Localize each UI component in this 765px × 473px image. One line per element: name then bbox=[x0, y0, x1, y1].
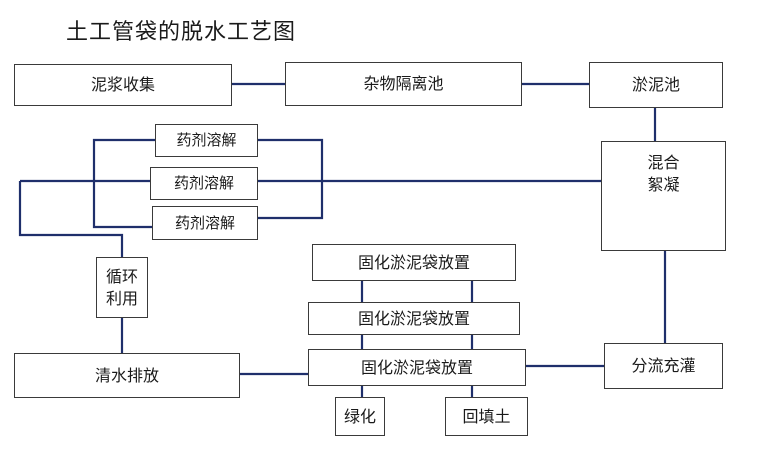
node-split-fill: 分流充灌 bbox=[604, 343, 723, 389]
node-bag-place-1: 固化淤泥袋放置 bbox=[312, 244, 516, 281]
node-backfill: 回填土 bbox=[445, 397, 528, 436]
line-reagent3-left bbox=[92, 181, 155, 229]
node-recycle: 循环 利用 bbox=[96, 257, 148, 318]
diagram-title: 土工管袋的脱水工艺图 bbox=[66, 20, 297, 45]
node-greening: 绿化 bbox=[335, 397, 385, 436]
node-mix-flocculate: 混合 絮凝 bbox=[601, 141, 726, 251]
node-mud-collect: 泥浆收集 bbox=[14, 64, 232, 106]
node-reagent-2: 药剂溶解 bbox=[150, 167, 258, 200]
line-reagent1-left bbox=[92, 138, 155, 181]
node-clear-discharge: 清水排放 bbox=[14, 353, 240, 398]
line-reagent-right-bracket bbox=[258, 138, 324, 220]
node-debris-pool: 杂物隔离池 bbox=[285, 62, 522, 106]
node-reagent-3: 药剂溶解 bbox=[152, 206, 258, 240]
node-silt-pool: 淤泥池 bbox=[589, 62, 723, 108]
node-bag-place-3: 固化淤泥袋放置 bbox=[308, 349, 526, 386]
node-reagent-1: 药剂溶解 bbox=[155, 124, 258, 157]
line-recycle-up bbox=[18, 181, 124, 258]
node-bag-place-2: 固化淤泥袋放置 bbox=[308, 302, 520, 335]
